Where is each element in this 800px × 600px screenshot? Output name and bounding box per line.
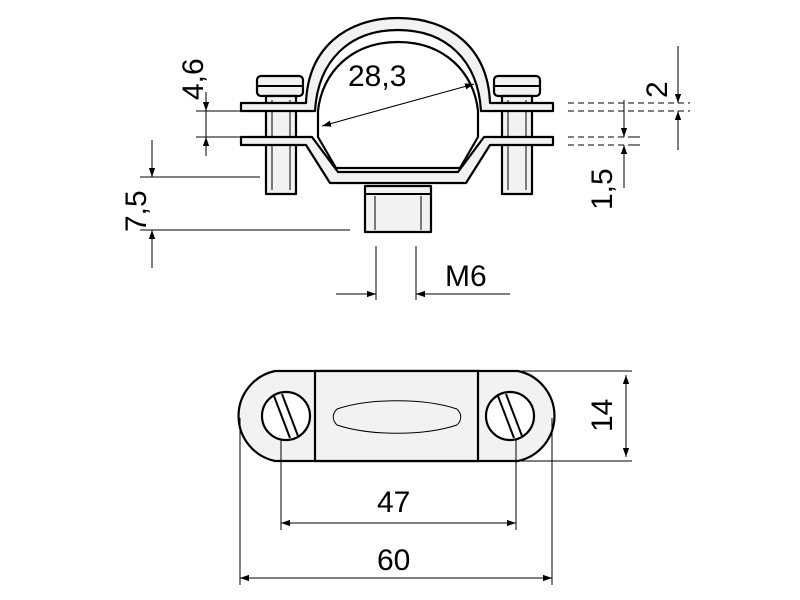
band-thickness-label: 2 (641, 81, 674, 98)
hole-spacing-dimension (280, 440, 517, 530)
top-height-dimension (196, 92, 245, 156)
left-screw (255, 74, 305, 196)
saddle-contour (332, 400, 462, 434)
overall-length-label: 60 (377, 544, 410, 577)
lower-band (239, 135, 555, 185)
clamp-plan-view: 14 47 60 (237, 369, 632, 585)
hole-spacing-label: 47 (377, 486, 410, 519)
threaded-nut (363, 184, 433, 234)
right-screw-head (484, 390, 536, 442)
clamp-side-view: 28,3 4,6 7,5 M6 (120, 16, 690, 300)
diameter-label: 28,3 (348, 60, 406, 93)
saddle-panel (313, 369, 480, 463)
width-dimension (520, 370, 632, 462)
top-height-label: 4,6 (177, 58, 210, 100)
gap-label: 1,5 (586, 168, 619, 210)
base-height-label: 7,5 (120, 190, 153, 232)
thread-dimension (336, 246, 510, 300)
upper-band (239, 16, 555, 113)
left-screw-head (260, 390, 312, 442)
thread-label: M6 (445, 260, 487, 293)
overall-length-dimension (239, 418, 553, 585)
base-height-dimension (140, 140, 350, 268)
width-label: 14 (586, 399, 619, 432)
right-side-extension-lines (568, 102, 690, 146)
diameter-dimension-line (321, 83, 475, 127)
right-screw (492, 74, 542, 196)
